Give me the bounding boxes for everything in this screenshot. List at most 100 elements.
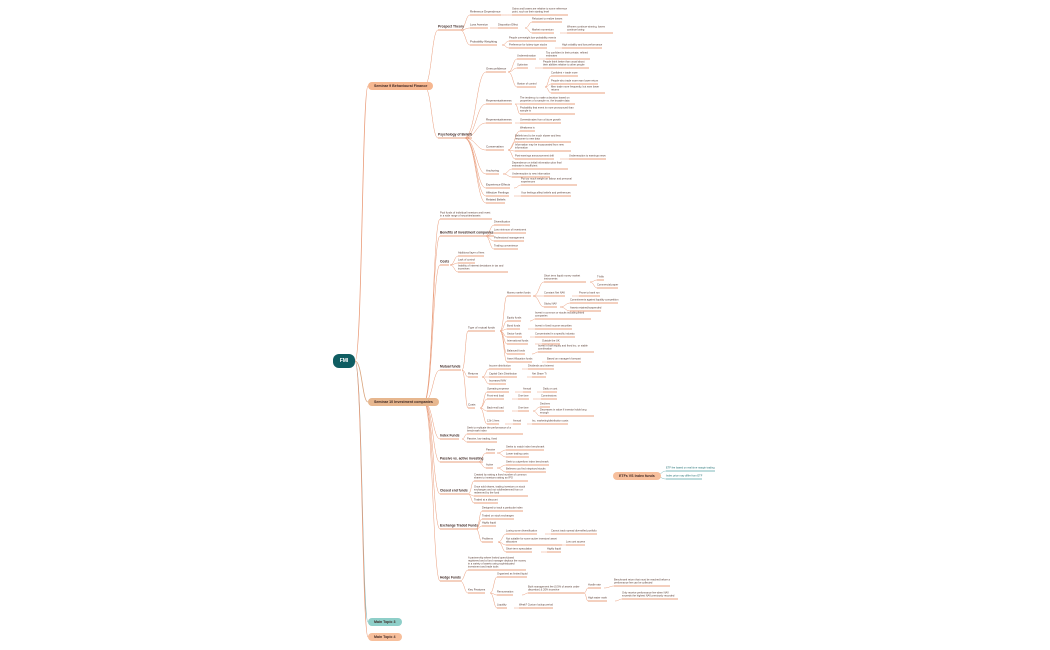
node-overconfidence[interactable]: Overconfidence <box>486 66 507 72</box>
node-feature-organized[interactable]: Organized as limited liquid <box>497 572 528 577</box>
node-post-earnings-drift[interactable]: Post-earnings announcement drift <box>515 154 554 159</box>
node-mm-commercial-paper[interactable]: Commercial paper <box>597 283 619 288</box>
node-representativeness-growth-detail[interactable]: Overestimates from a future growth <box>520 118 561 123</box>
node-back-end-declines[interactable]: Declines <box>540 402 550 407</box>
node-mm-short-term[interactable]: Short term liquid money market instrumen… <box>544 275 586 282</box>
node-representativeness[interactable]: Representativeness <box>486 98 512 104</box>
node-passive[interactable]: Passive <box>486 448 496 453</box>
node-closed-end-detail-1[interactable]: Created by raising a fixed number of com… <box>474 473 528 481</box>
node-bond-funds-detail[interactable]: Invest in fixed income securities <box>535 324 572 329</box>
node-etf-liquid[interactable]: Highly liquid <box>482 521 496 526</box>
node-operating-expense-annual[interactable]: Annual <box>523 387 532 392</box>
node-anchoring[interactable]: Anchoring <box>486 168 500 174</box>
node-cost-inability[interactable]: Inability of interest deviations in tax … <box>458 265 508 272</box>
node-illusion-detail-3[interactable]: Men trade more frequently, but earn lowe… <box>551 86 605 93</box>
node-illusion-detail-2[interactable]: People who trade more earn lower return <box>551 79 599 84</box>
node-closed-end-discount[interactable]: Traded at a discount <box>474 498 498 503</box>
root-node[interactable]: FMI <box>333 354 355 368</box>
node-etf-problem-allocators-detail[interactable]: Low cost access <box>566 540 586 545</box>
node-post-earnings-drift-detail[interactable]: Underreaction to earnings news <box>569 154 606 159</box>
node-cost-control[interactable]: Lack of control <box>458 258 475 263</box>
node-mf-costs[interactable]: Costs <box>468 402 476 408</box>
node-increased-nav[interactable]: Increased NAV <box>489 379 507 384</box>
node-hurdle-rate-detail[interactable]: Benchmark return that must be reached be… <box>614 578 670 586</box>
node-etf-track-index[interactable]: Designed to track a particular index <box>482 506 523 511</box>
node-loss-aversion[interactable]: Loss Aversion <box>470 22 488 28</box>
node-asset-allocation-funds[interactable]: Asset Allocation funds <box>507 357 533 362</box>
node-equity-funds[interactable]: Equity funds <box>507 316 522 321</box>
node-feature-liquidity[interactable]: Liquidity <box>497 603 507 608</box>
node-asset-allocation-detail[interactable]: Based on manager's forecast <box>547 357 581 362</box>
node-index-funds[interactable]: Index Funds <box>440 433 460 439</box>
node-back-end-load[interactable]: Back-end load <box>487 406 504 411</box>
node-underestimation[interactable]: Underestimation <box>517 54 536 59</box>
node-mm-tbills[interactable]: T-bills <box>597 275 604 280</box>
node-benefits[interactable]: Benefits of investment companies <box>440 230 494 236</box>
node-mutual-funds[interactable]: Mutual funds <box>440 364 461 370</box>
node-mm-bank-run[interactable]: Prone to bank run <box>579 291 600 296</box>
node-sector-funds[interactable]: Sector funds <box>507 332 522 337</box>
node-mm-constant-nav[interactable]: Constant Net NAV <box>544 291 565 296</box>
node-key-features[interactable]: Key Features <box>468 587 486 593</box>
node-underestimation-detail[interactable]: Too confident in their private, refined … <box>546 52 590 59</box>
node-closed-end-funds[interactable]: Closed end funds <box>440 488 468 494</box>
node-etf-problem-speculation[interactable]: Short-term speculation <box>506 547 533 552</box>
node-international-funds[interactable]: International funds <box>507 339 529 344</box>
node-active[interactable]: Active <box>486 463 494 468</box>
node-front-end-one-time[interactable]: One time <box>518 394 529 399</box>
node-investment-companies-intro[interactable]: Pool funds of individual investors and i… <box>440 211 492 219</box>
node-back-end-one-time[interactable]: One time <box>518 406 529 411</box>
node-benefit-professional[interactable]: Professional management <box>494 236 525 241</box>
node-anchoring-detail-2[interactable]: Underreaction to new information <box>512 172 551 177</box>
node-costs[interactable]: Costs <box>440 259 450 265</box>
node-active-detail-1[interactable]: Seek to outperform index benchmark <box>506 460 549 465</box>
node-psychology-of-beliefs[interactable]: Psychology of Beliefs <box>438 132 473 138</box>
node-etf-traded[interactable]: Traded on stock exchanges <box>482 514 514 519</box>
node-optimism-detail[interactable]: People think better than usual about the… <box>543 61 589 68</box>
etf-fee-note[interactable]: ETF fee based on real time margin tradin… <box>666 466 715 471</box>
node-feature-remuneration[interactable]: Remuneration <box>497 590 514 595</box>
node-12b1-detail[interactable]: Inc. marketing/distribution costs <box>532 419 569 424</box>
node-front-end-load[interactable]: Front-end load <box>487 394 504 399</box>
node-probability-weighting[interactable]: Probability Weighting <box>470 39 498 45</box>
main-topic-seminar-9[interactable]: Seminar 9 Behavioural Finance <box>368 82 434 90</box>
node-affective-feelings[interactable]: Affective Feelings <box>486 190 509 196</box>
node-optimism[interactable]: Optimism <box>517 63 528 68</box>
node-prob-weighting-2-detail[interactable]: High volatility and low performance <box>562 43 603 48</box>
node-balanced-funds[interactable]: Balanced funds <box>507 349 525 354</box>
node-capital-gain-detail[interactable]: Net Share Ti <box>532 372 547 377</box>
node-hedge-funds[interactable]: Hedge Funds <box>440 575 461 581</box>
floating-topic-etf-vs-index[interactable]: ETFs VS Index funds <box>613 472 661 480</box>
node-operating-expense-detail[interactable]: Daily or cost <box>543 387 558 392</box>
node-index-funds-detail-1[interactable]: Seek to replicate the performance of a b… <box>467 427 523 434</box>
node-types-of-mutual-funds[interactable]: Type of mutual funds <box>468 325 495 331</box>
node-related-beliefs[interactable]: Related Beliefs <box>486 197 506 203</box>
node-returns[interactable]: Returns <box>468 371 479 377</box>
node-passive-vs-active[interactable]: Passive vs. active investing <box>440 456 484 462</box>
node-feature-liquidity-detail[interactable]: Weak? Custom lockup period <box>519 603 553 608</box>
node-conservatism-3[interactable]: Information may be incorporated from new… <box>515 144 571 151</box>
node-reference-dependence[interactable]: Reference Dependence <box>470 9 501 15</box>
node-index-funds-detail-2[interactable]: Passive, low trading, fixed <box>467 437 497 442</box>
node-representativeness-detail-1[interactable]: The tendency to make a decision based on… <box>520 97 575 104</box>
node-operating-expense[interactable]: Operating expense <box>487 387 509 392</box>
node-conservatism-1[interactable]: Weakness is <box>520 126 535 131</box>
node-conservatism-2[interactable]: Beliefs tend to be much slower and less … <box>515 135 571 142</box>
node-bond-funds[interactable]: Bond funds <box>507 324 521 329</box>
node-benefit-trading[interactable]: Trading convenience <box>494 244 518 249</box>
node-disposition-detail-1[interactable]: Reluctant to realize losses <box>532 17 563 22</box>
node-etf-problem-diversification-detail[interactable]: Cannot track spread diversified portfoli… <box>551 529 597 534</box>
node-disposition-effect[interactable]: Disposition Effect <box>498 23 518 28</box>
main-topic-3[interactable]: Main Topic 3 <box>368 618 402 626</box>
node-income-distribution-detail[interactable]: Dividends and interest <box>528 364 554 369</box>
node-active-detail-2[interactable]: Believes you find mispriced stocks <box>506 467 546 472</box>
node-passive-detail-1[interactable]: Seeks to match index benchmark <box>506 445 545 450</box>
node-prob-weighting-1[interactable]: People overweight low-probability events <box>509 36 557 41</box>
node-conservatism[interactable]: Conservatism <box>486 144 504 150</box>
node-high-water-mark[interactable]: High water mark <box>588 596 607 601</box>
node-income-distribution[interactable]: Income distribution <box>489 364 511 369</box>
node-etf-problem-diversification[interactable]: Losing some diversification <box>506 529 538 534</box>
node-etf-problems[interactable]: Problems <box>482 537 493 542</box>
node-closed-end-detail-2[interactable]: Once sold shares, trading investors on s… <box>474 486 528 496</box>
main-topic-seminar-10[interactable]: Seminar 10 Investment companies <box>368 398 439 406</box>
